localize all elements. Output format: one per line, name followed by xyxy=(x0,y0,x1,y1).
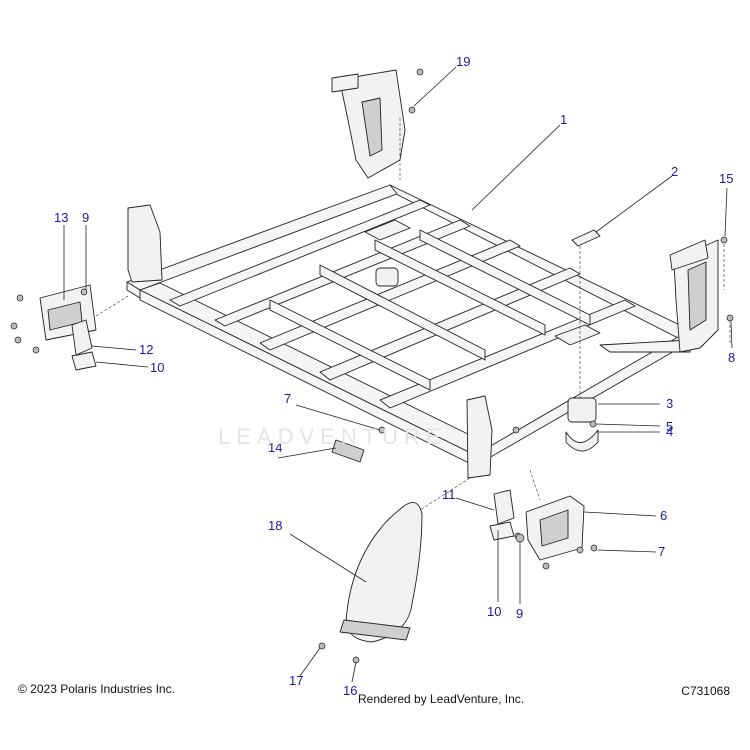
callout-14[interactable]: 14 xyxy=(268,440,282,455)
clamp-3-4-5 xyxy=(565,397,599,452)
copyright-text: © 2023 Polaris Industries Inc. xyxy=(18,682,175,696)
watermark-text: LEADVENTURE xyxy=(218,424,447,449)
rear-bracket-right xyxy=(669,239,719,353)
callout-17[interactable]: 17 xyxy=(289,673,303,688)
callout-18[interactable]: 18 xyxy=(268,518,282,533)
callout-13[interactable]: 13 xyxy=(54,210,68,225)
callout-10-left[interactable]: 10 xyxy=(150,360,164,375)
callout-7-left[interactable]: 7 xyxy=(284,391,291,406)
callout-8[interactable]: 8 xyxy=(728,350,735,365)
diagram-id: C731068 xyxy=(681,684,730,698)
callout-3[interactable]: 3 xyxy=(666,396,673,411)
callout-9-center[interactable]: 9 xyxy=(516,606,523,621)
callout-11[interactable]: 11 xyxy=(442,487,456,502)
clip-11-center xyxy=(489,489,525,543)
plate-14 xyxy=(331,426,386,463)
callout-10-center[interactable]: 10 xyxy=(487,604,501,619)
callout-5[interactable]: 5 xyxy=(666,419,673,434)
fasteners xyxy=(408,68,734,434)
callout-2[interactable]: 2 xyxy=(671,164,678,179)
rendered-by-text: Rendered by LeadVenture, Inc. xyxy=(358,692,525,706)
callout-7-right[interactable]: 7 xyxy=(658,544,665,559)
clip-12-left xyxy=(71,288,97,371)
tank-18 xyxy=(318,501,423,664)
frame-assembly xyxy=(126,184,691,479)
callout-4[interactable]: 4 xyxy=(666,424,673,439)
assembly-dash-lines xyxy=(95,118,731,511)
bracket-6 xyxy=(514,495,598,570)
callout-6[interactable]: 6 xyxy=(660,508,667,523)
callout-16[interactable]: 16 xyxy=(343,683,357,698)
rear-bracket-left xyxy=(331,69,406,179)
callout-1[interactable]: 1 xyxy=(560,112,567,127)
callouts: 1 2 3 4 5 6 7 7 8 9 9 10 10 11 12 13 14 … xyxy=(54,54,735,698)
callout-15[interactable]: 15 xyxy=(719,171,733,186)
callout-12[interactable]: 12 xyxy=(139,342,153,357)
leader-lines xyxy=(63,66,733,683)
callout-19[interactable]: 19 xyxy=(456,54,470,69)
bracket-2 xyxy=(571,229,601,247)
callout-9-left[interactable]: 9 xyxy=(82,210,89,225)
